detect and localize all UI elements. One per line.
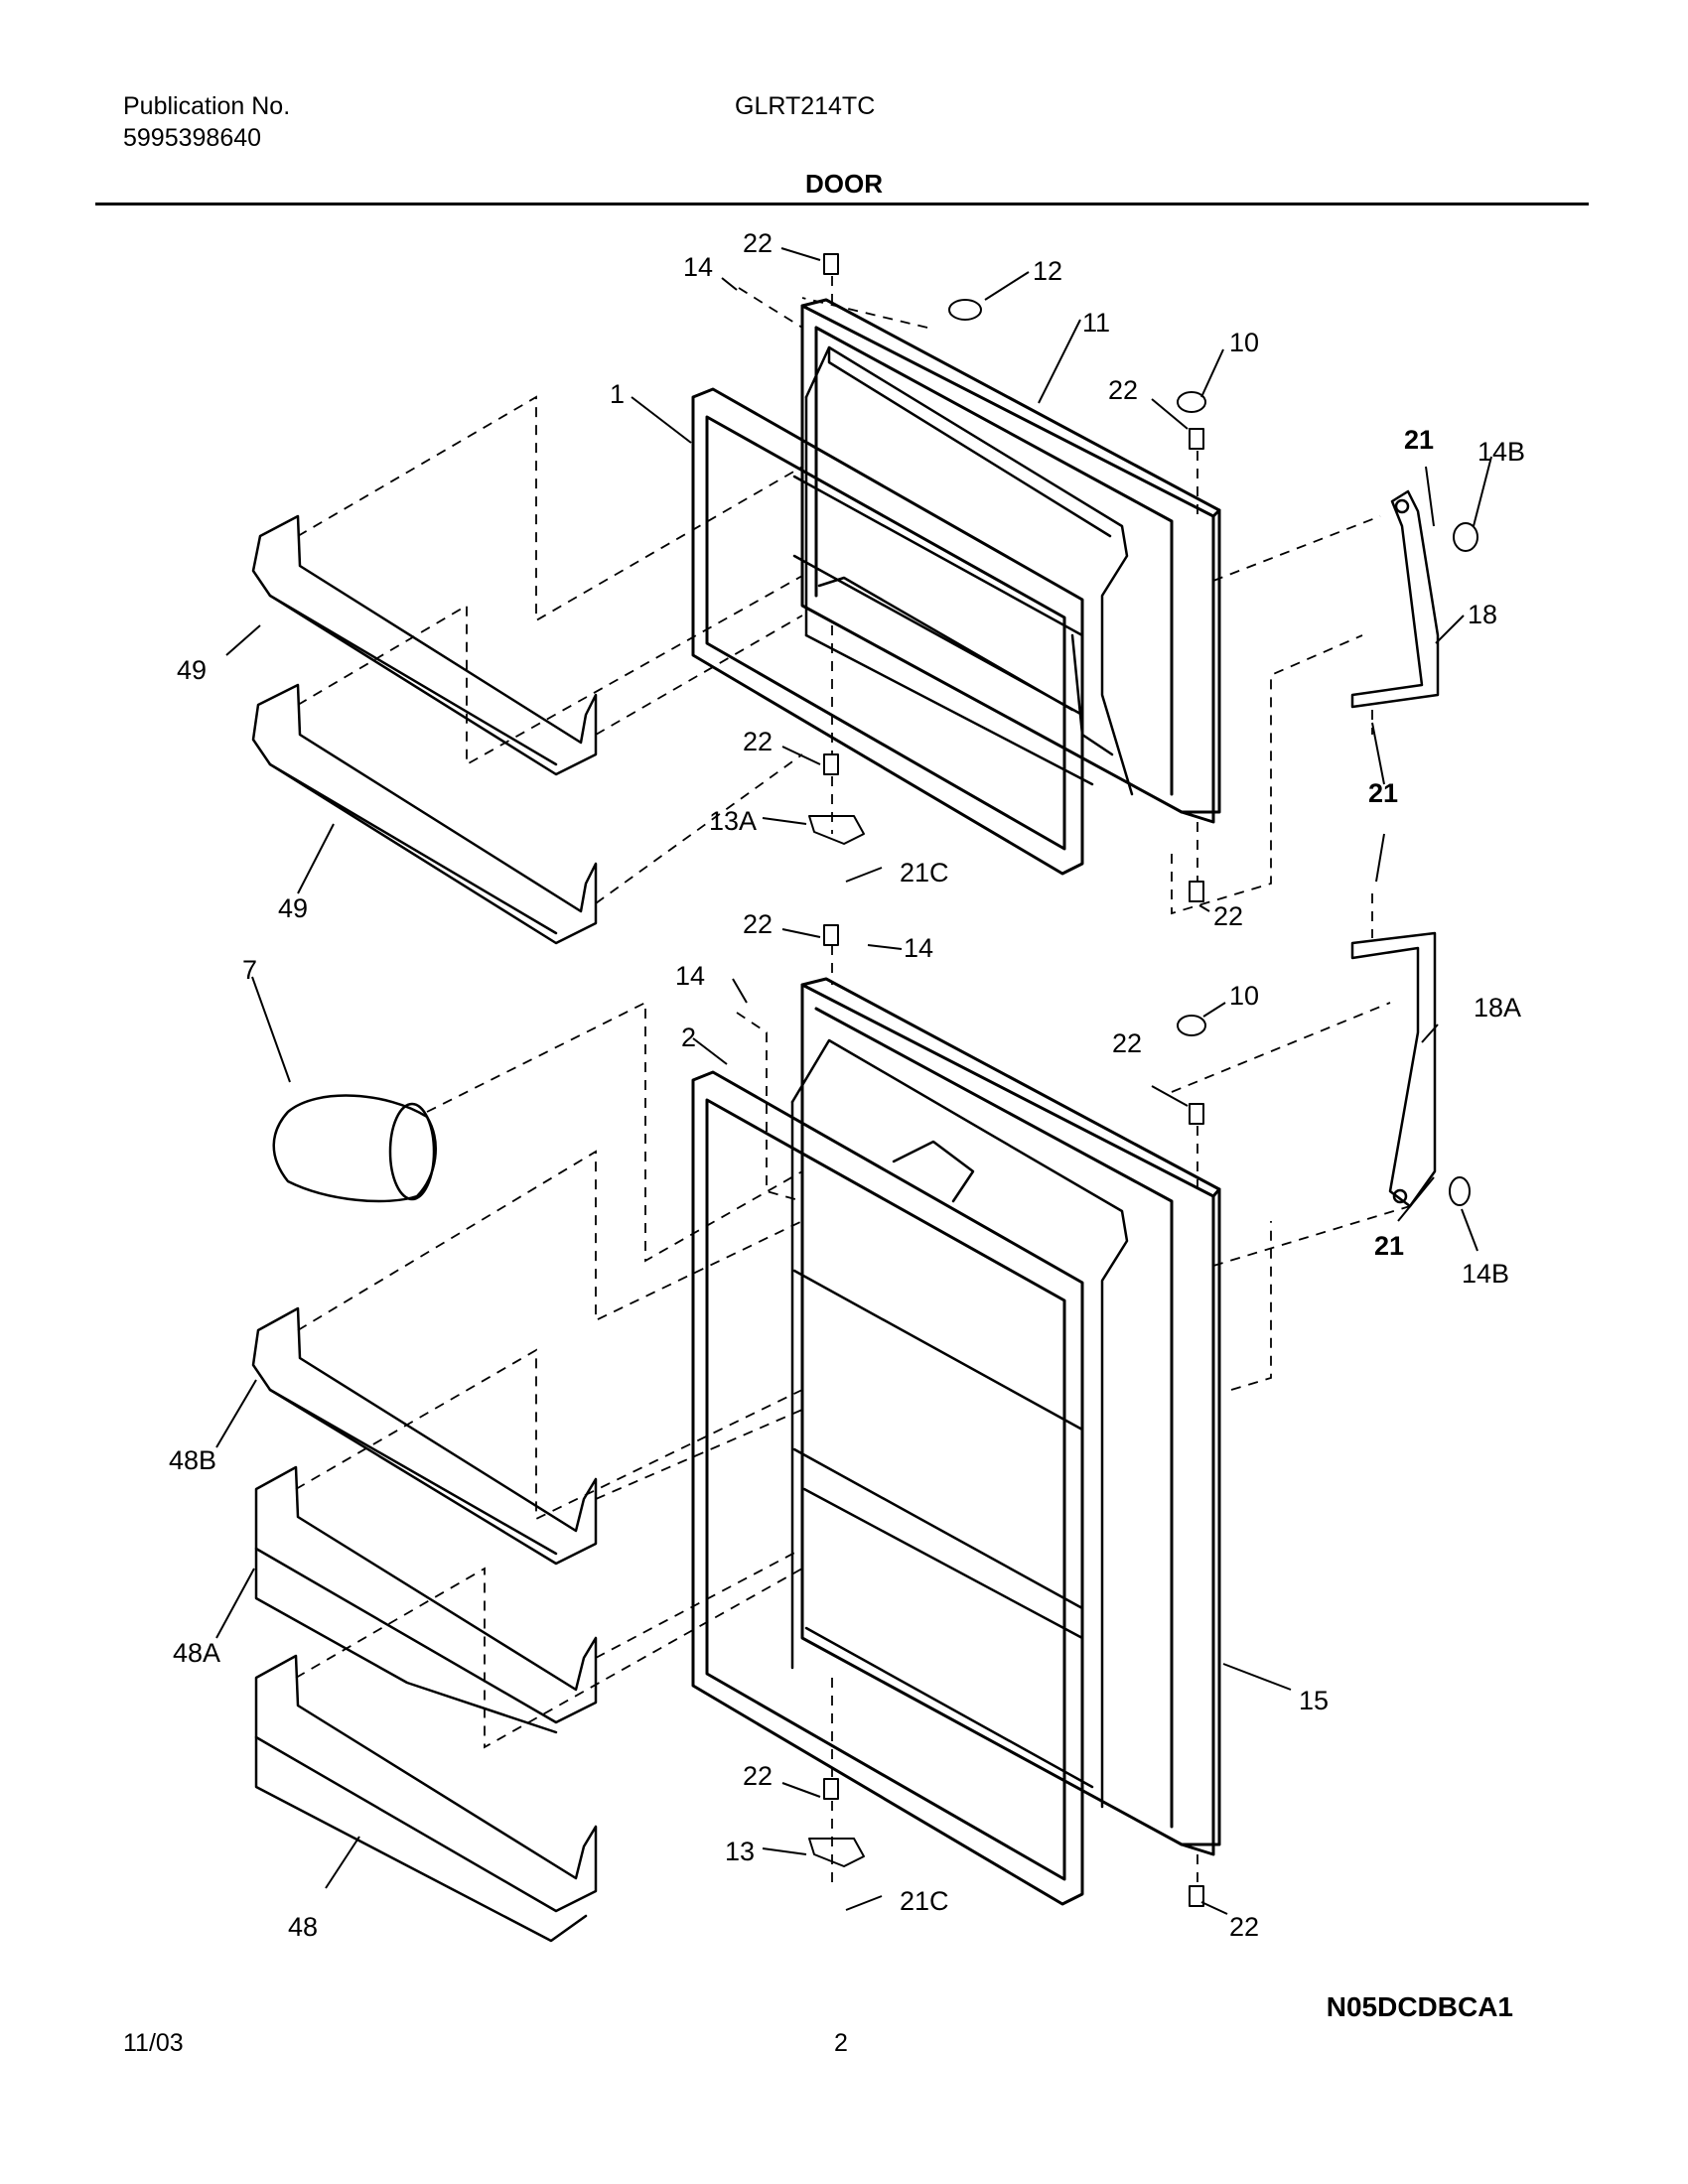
- lower-hinge-bracket: [1350, 931, 1437, 1208]
- model-number: GLRT214TC: [735, 92, 876, 120]
- callout-22: 22: [1112, 1028, 1142, 1058]
- callout-22: 22: [743, 1761, 773, 1791]
- publication-label: Publication No.: [123, 92, 291, 120]
- callout-21c: 21C: [900, 1886, 949, 1916]
- drawing-code: N05DCDBCA1: [1326, 1991, 1513, 2022]
- freezer-shelf-lower: [251, 683, 598, 945]
- freezer-shelf-upper: [251, 514, 598, 776]
- callout-13a: 13A: [709, 806, 757, 836]
- callout-48: 48: [288, 1912, 318, 1942]
- freezer-door-liner: [792, 345, 1134, 796]
- callout-48a: 48A: [173, 1638, 220, 1668]
- callout-7: 7: [242, 955, 257, 985]
- callout-10: 10: [1229, 981, 1259, 1011]
- section-title: DOOR: [805, 169, 883, 199]
- door-shelf-48b: [251, 1306, 598, 1566]
- callout-21: 21: [1374, 1231, 1404, 1261]
- callout-14: 14: [904, 933, 933, 963]
- freezer-door-outer: [800, 298, 1221, 824]
- callout-14: 14: [675, 961, 705, 991]
- callout-11: 11: [1082, 308, 1110, 338]
- publication-number: 5995398640: [123, 124, 262, 152]
- publication-date: 11/03: [123, 2029, 184, 2057]
- door-shelf-48: [254, 1654, 598, 1943]
- dairy-door-cover: [272, 1094, 437, 1203]
- door-shelf-48a: [254, 1465, 598, 1734]
- callout-22: 22: [743, 909, 773, 939]
- fresh-food-door-liner: [790, 1038, 1129, 1809]
- callout-22: 22: [1213, 901, 1243, 931]
- callout-14b: 14B: [1477, 437, 1525, 467]
- callout-14b: 14B: [1462, 1259, 1509, 1289]
- callout-21: 21: [1404, 425, 1434, 455]
- callout-14: 14: [683, 252, 713, 282]
- fasteners: [808, 253, 1478, 1907]
- callout-22: 22: [743, 228, 773, 258]
- callout-1: 1: [610, 379, 625, 409]
- fresh-food-door-outer: [800, 977, 1221, 1856]
- callout-10: 10: [1229, 328, 1259, 357]
- callout-49: 49: [177, 655, 207, 685]
- upper-hinge-bracket: [1350, 489, 1440, 709]
- callout-21c: 21C: [900, 858, 949, 887]
- fresh-food-gasket: [691, 1070, 1084, 1906]
- callout-18a: 18A: [1474, 993, 1521, 1023]
- callout-21: 21: [1368, 778, 1398, 808]
- callout-22: 22: [743, 727, 773, 756]
- callout-2: 2: [681, 1023, 696, 1052]
- callout-18: 18: [1468, 600, 1497, 629]
- callout-15: 15: [1299, 1686, 1329, 1715]
- callout-22: 22: [1108, 375, 1138, 405]
- freezer-gasket: [691, 387, 1084, 876]
- callout-49: 49: [278, 893, 308, 923]
- callout-12: 12: [1033, 256, 1062, 286]
- callout-48b: 48B: [169, 1445, 216, 1475]
- callout-labels: 22 14 12 11 10 22 1 21 14B 18 49 22 13A …: [169, 228, 1525, 1942]
- header-rule: [95, 203, 1589, 205]
- callout-22: 22: [1229, 1912, 1259, 1942]
- callout-13: 13: [725, 1837, 755, 1866]
- page-number: 2: [834, 2029, 848, 2057]
